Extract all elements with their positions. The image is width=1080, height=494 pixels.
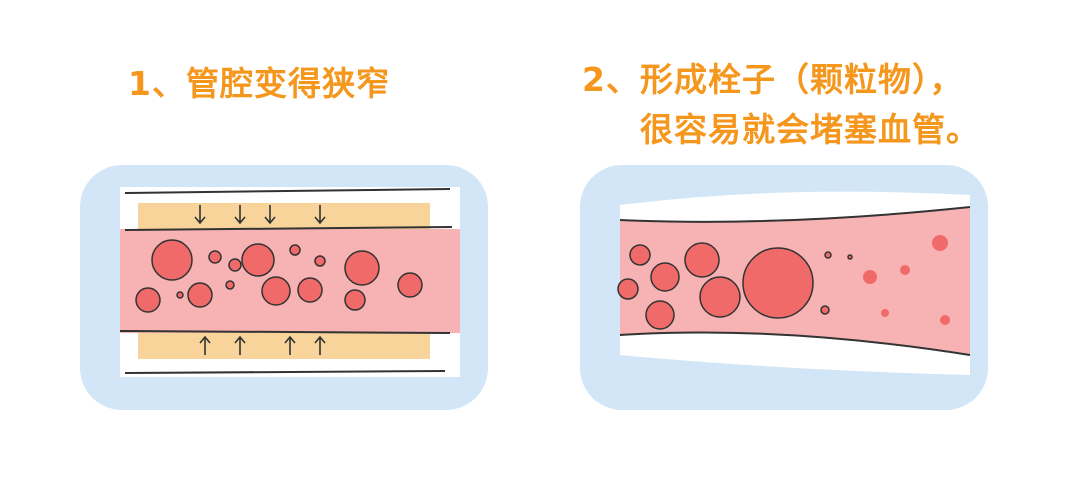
blood-cells: [617, 242, 853, 330]
free-particles: [863, 235, 950, 325]
step2-caption-line2: 很容易就会堵塞血管。: [640, 110, 980, 149]
inward-arrows-top: [194, 205, 326, 225]
step2-caption-line1: 2、形成栓子（颗粒物），: [582, 60, 964, 99]
narrowed-vessel-illustration: [119, 187, 460, 377]
embolus: [742, 247, 814, 319]
plaque-top: [138, 203, 430, 229]
blood-cells: [135, 239, 423, 313]
plaque-bottom: [138, 333, 430, 359]
step1-caption: 1、管腔变得狭窄: [128, 64, 390, 103]
embolus-vessel-illustration: [617, 191, 971, 375]
inward-arrows-bottom: [199, 335, 326, 355]
embolus-vessel-panel: [580, 165, 988, 410]
narrowed-vessel-panel: [80, 165, 488, 410]
